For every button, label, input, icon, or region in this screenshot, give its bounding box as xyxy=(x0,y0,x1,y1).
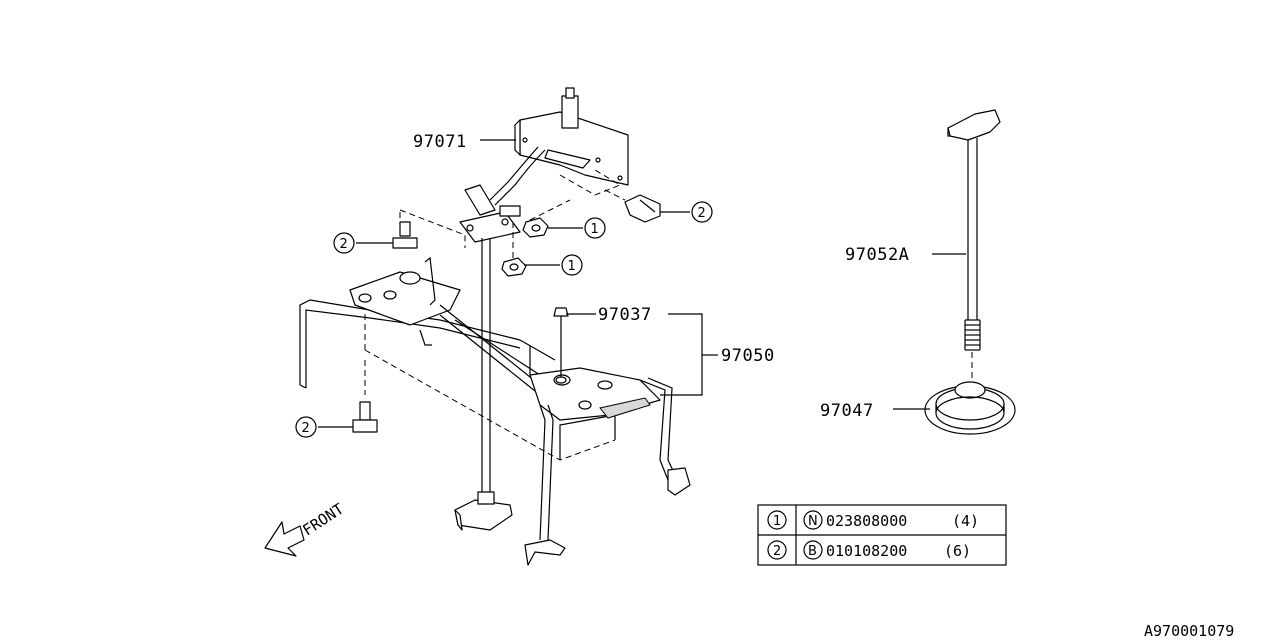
carrier-frame-97050 xyxy=(299,256,691,566)
ref-marker-2-left-lower: 2 xyxy=(295,416,317,438)
bracket-97071 xyxy=(514,87,629,186)
hook-rod xyxy=(489,146,546,206)
callout-leaders xyxy=(318,139,966,428)
legend-row-qty: (6) xyxy=(944,542,971,560)
legend-table: 1 N 023808000 (4) 2 B 010108200 (6) xyxy=(757,504,1007,566)
ref-marker-1-upper: 1 xyxy=(584,217,606,239)
svg-text:2: 2 xyxy=(340,237,348,252)
bolt-left-lower xyxy=(352,401,378,433)
dashed-leaders xyxy=(364,169,626,395)
nut-lower xyxy=(501,257,527,277)
callout-97047: 97047 xyxy=(820,401,874,421)
upper-clamp xyxy=(459,184,521,243)
legend-row-type: B xyxy=(808,544,817,559)
callout-97050: 97050 xyxy=(721,346,775,366)
bolt-left-upper xyxy=(392,221,418,249)
legend-row: 2 B 010108200 (6) xyxy=(767,540,971,560)
legend-row-type: N xyxy=(808,514,818,529)
legend-row-qty: (4) xyxy=(952,512,979,530)
jack-handle-97052A xyxy=(947,109,1001,380)
bolt-upper-right xyxy=(624,194,661,223)
drawing-id: A970001079 xyxy=(1144,622,1234,640)
legend-row-num: 1 xyxy=(773,514,781,529)
legend-row-num: 2 xyxy=(773,544,781,559)
lower-pad xyxy=(454,491,513,531)
ref-marker-2-right: 2 xyxy=(691,201,713,223)
bolt-97037 xyxy=(553,307,569,384)
nut-upper xyxy=(522,217,549,238)
ref-marker-1-lower: 1 xyxy=(561,254,583,276)
ref-marker-2-left-upper: 2 xyxy=(333,232,355,254)
legend-row-partno: 023808000 xyxy=(826,512,907,530)
callout-97071: 97071 xyxy=(413,132,467,152)
svg-text:2: 2 xyxy=(302,421,310,436)
legend-row: 1 N 023808000 (4) xyxy=(767,510,979,530)
front-label: FRONT xyxy=(299,500,347,540)
svg-text:1: 1 xyxy=(568,259,576,274)
svg-text:1: 1 xyxy=(591,222,599,237)
legend-row-partno: 010108200 xyxy=(826,542,907,560)
cap-97047 xyxy=(924,381,1016,435)
callout-97037: 97037 xyxy=(598,305,652,325)
front-arrow: FRONT xyxy=(264,500,347,557)
svg-text:2: 2 xyxy=(698,206,706,221)
callout-97052A: 97052A xyxy=(845,245,909,265)
vertical-rod xyxy=(481,238,491,495)
